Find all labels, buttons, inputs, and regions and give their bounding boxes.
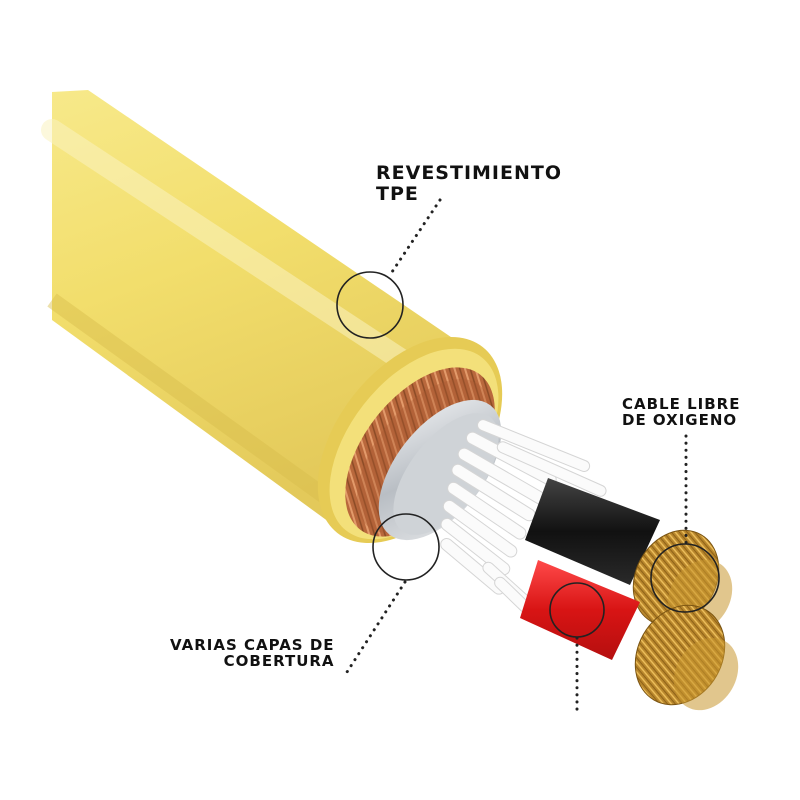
label-capas-line2: COBERTURA (223, 652, 335, 671)
leader-capas (345, 580, 407, 674)
label-capas-line1: VARIAS CAPAS DE (170, 636, 335, 654)
callout-circle-tpe (336, 271, 404, 339)
label-cable-libre-de-oxigeno: CABLE LIBRE DE OXIGENO (622, 395, 741, 430)
label-oxigeno-line1: CABLE LIBRE (622, 395, 741, 413)
black-conductor (525, 478, 733, 633)
label-revestimiento-tpe: REVESTIMIENTO TPE (376, 163, 562, 204)
white-inner-wires (440, 419, 607, 621)
callout-circle-oxigeno (650, 543, 720, 613)
leader-tpe (388, 198, 442, 277)
red-conductor (520, 560, 739, 711)
label-varias-capas-de-cobertura: VARIAS CAPAS DE COBERTURA (170, 636, 335, 671)
label-tpe-line1: REVESTIMIENTO (376, 162, 562, 184)
label-tpe-line2: TPE (376, 182, 419, 205)
callout-circle-capas (372, 513, 440, 581)
label-oxigeno-line2: DE OXIGENO (622, 411, 738, 430)
